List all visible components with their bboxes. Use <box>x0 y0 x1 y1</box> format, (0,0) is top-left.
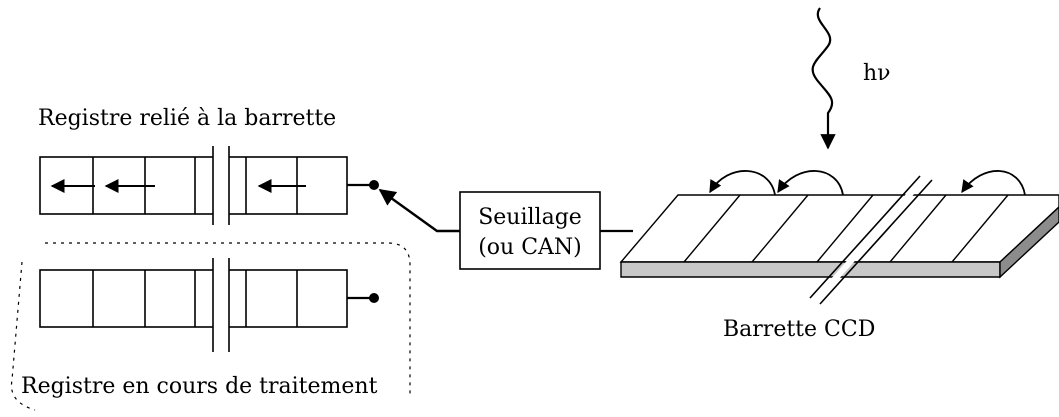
processing-dashed-outline <box>10 242 411 411</box>
threshold-box <box>459 191 601 270</box>
transfer-arc <box>961 170 1026 196</box>
bottom-register <box>39 258 348 352</box>
bottom-register-label: Registre en cours de traitement <box>21 374 378 399</box>
top-register-connector <box>369 180 379 190</box>
ccd-top-face <box>619 194 1059 263</box>
switch-line <box>378 189 460 233</box>
charge-transfer-arcs <box>709 170 1026 196</box>
photon-arrow <box>811 7 836 150</box>
bottom-register-frame <box>39 269 348 328</box>
threshold-label-line2: (ou CAN) <box>478 235 582 260</box>
transfer-arc <box>709 170 776 196</box>
threshold-label-line1: Seuillage <box>478 205 582 230</box>
ccd-end-face <box>999 206 1059 279</box>
ccd-front-face <box>620 261 1001 278</box>
ccd-bar <box>619 174 1059 305</box>
transfer-arc <box>777 170 844 196</box>
top-register-label: Registre relié à la barrette <box>38 106 336 131</box>
photon-label: hν <box>863 61 891 86</box>
bottom-register-connector <box>369 293 379 303</box>
ccd-label: Barrette CCD <box>723 317 875 342</box>
top-register <box>39 146 348 225</box>
